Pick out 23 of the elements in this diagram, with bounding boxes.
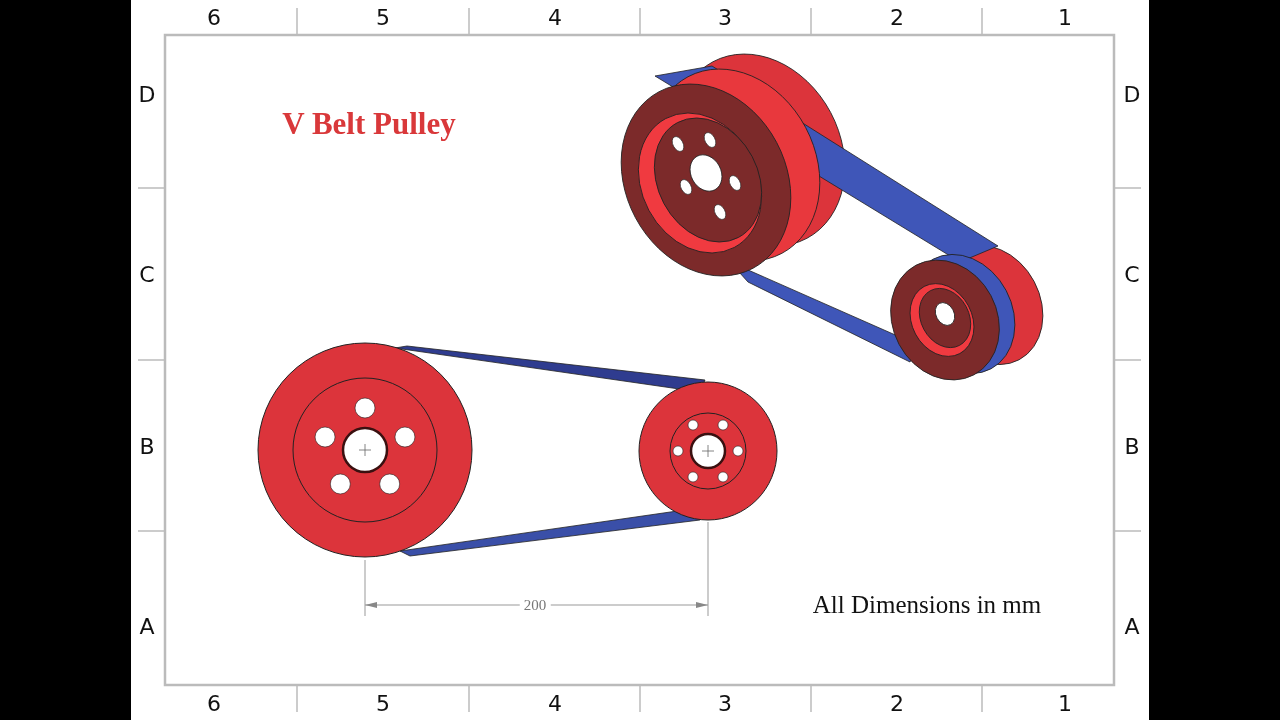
zone-label: A [139, 616, 155, 638]
zone-label: 4 [548, 7, 562, 29]
zone-label: 5 [376, 7, 390, 29]
dimension-value: 200 [519, 597, 551, 613]
zone-label: D [138, 84, 156, 106]
zone-label: 1 [1058, 693, 1072, 715]
zone-label: 1 [1058, 7, 1072, 29]
zone-label: D [1123, 84, 1141, 106]
note-text: All Dimensions in mm [812, 591, 1042, 617]
zone-label: B [1124, 436, 1140, 458]
zone-label: 2 [890, 693, 904, 715]
zone-label: C [139, 264, 155, 286]
zone-label: 5 [376, 693, 390, 715]
zone-label: 3 [718, 693, 732, 715]
title: V Belt Pulley [282, 107, 456, 139]
zone-label: 4 [548, 693, 562, 715]
zone-label: A [1124, 616, 1140, 638]
zone-label: B [139, 436, 155, 458]
zone-label: 6 [207, 693, 221, 715]
zone-label: 3 [718, 7, 732, 29]
zone-label: C [1124, 264, 1140, 286]
zone-label: 2 [890, 7, 904, 29]
zone-label: 6 [207, 7, 221, 29]
